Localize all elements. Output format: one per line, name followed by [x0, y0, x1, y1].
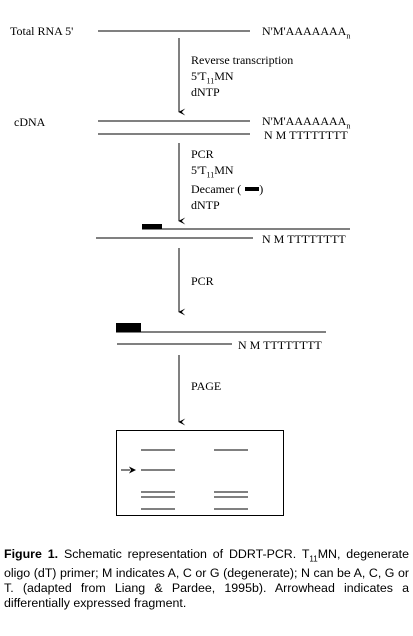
- step3-label-pcr: PCR: [191, 274, 214, 288]
- step2-label-primer: 5'T11MN: [191, 163, 234, 180]
- caption-body: MN, degenerate oligo (dT) primer; M indi…: [4, 547, 409, 611]
- decamer-legend-block: [245, 187, 259, 191]
- figure-caption: Figure 1. Schematic representation of DD…: [4, 547, 409, 611]
- cdna-label: cDNA: [14, 115, 46, 129]
- total-rna-3prime-seq: N'M'AAAAAAAn: [262, 24, 351, 41]
- gel-box: [116, 430, 284, 516]
- product1-seq: N M TTTTTTTT: [262, 232, 346, 246]
- total-rna-label: Total RNA 5': [10, 24, 74, 38]
- step2-label-pcr: PCR: [191, 147, 214, 161]
- cdna-bottom-seq: N M TTTTTTTT: [264, 128, 348, 142]
- caption-lead: Schematic representation of DDRT-PCR.: [58, 547, 302, 561]
- step1-label-dntp: dNTP: [191, 85, 220, 99]
- step2-label-decamer: Decamer (): [191, 182, 264, 196]
- differential-arrowhead-icon: [129, 466, 136, 474]
- product2-seq: N M TTTTTTTT: [238, 338, 322, 352]
- caption-title: Figure 1.: [4, 547, 59, 561]
- step1-label-primer: 5'T11MN: [191, 69, 234, 86]
- caption-sub: 11: [309, 554, 318, 564]
- cdna-top-seq: N'M'AAAAAAAn: [262, 114, 351, 131]
- product2-primer-block: [116, 323, 141, 332]
- step1-label-rt: Reverse transcription: [191, 53, 294, 67]
- step2-label-dntp: dNTP: [191, 198, 220, 212]
- caption-t: T: [301, 547, 310, 561]
- step4-label-page: PAGE: [191, 379, 222, 393]
- product1-primer-block: [142, 224, 162, 229]
